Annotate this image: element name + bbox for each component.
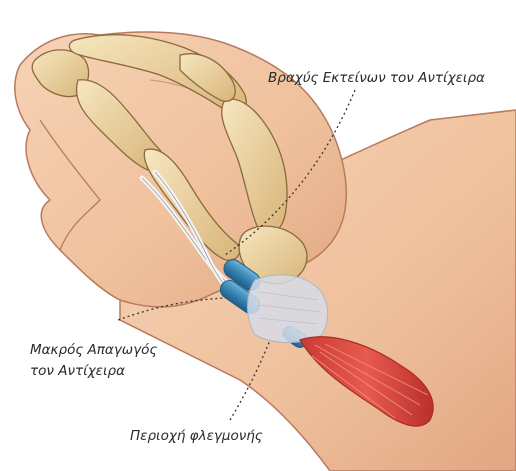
label-abductor-longus-line2: τον Αντίχειρα (30, 361, 157, 382)
label-inflammation-area: Περιοχή φλεγμονής (130, 426, 263, 447)
label-abductor-longus: Μακρός Απαγωγός τον Αντίχειρα (30, 340, 157, 382)
label-extensor-brevis: Βραχύς Εκτείνων τον Αντίχειρα (268, 68, 485, 89)
label-abductor-longus-line1: Μακρός Απαγωγός (30, 340, 157, 361)
